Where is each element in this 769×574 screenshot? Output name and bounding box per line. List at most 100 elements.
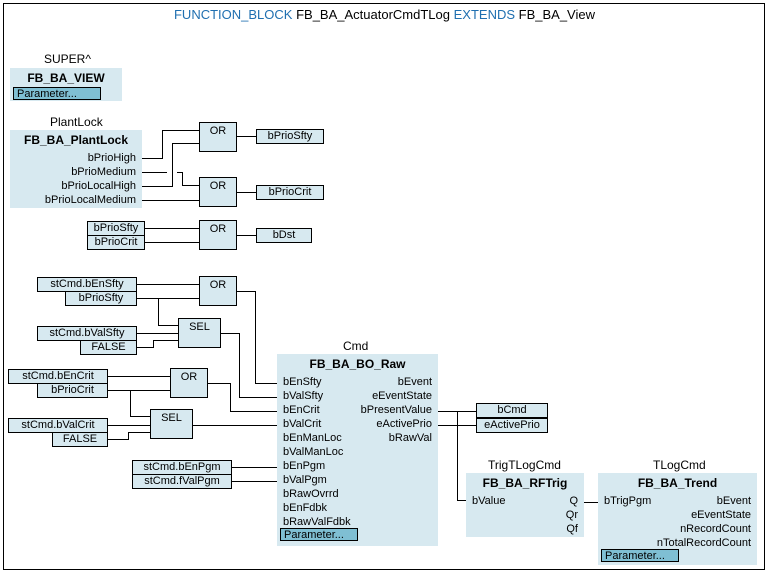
or-gate-critical[interactable]: OR <box>170 368 208 398</box>
sel-gate-label: SEL <box>189 321 210 333</box>
trend-output-bevent: bEvent <box>716 495 751 507</box>
wire <box>237 136 256 137</box>
var-stcmd-bvalcrit[interactable]: stCmd.bValCrit <box>8 418 108 433</box>
wire <box>145 242 199 243</box>
var-bpriosfty-input[interactable]: bPrioSfty <box>87 221 145 236</box>
page-title: FUNCTION_BLOCK FB_BA_ActuatorCmdTLog EXT… <box>0 7 769 22</box>
var-stcmd-bvalsfty[interactable]: stCmd.bValSfty <box>37 326 137 341</box>
cmd-input-benfdbk: bEnFdbk <box>283 502 328 514</box>
wire <box>162 130 163 159</box>
plantlock-output-bpriomedium: bPrioMedium <box>71 166 136 178</box>
var-bpriocrit-critical[interactable]: bPrioCrit <box>37 383 108 398</box>
wire <box>237 192 256 193</box>
plantlock-output-bpriohigh: bPrioHigh <box>87 152 136 164</box>
cmd-output-bevent: bEvent <box>397 376 432 388</box>
var-eactiveprio-output[interactable]: eActivePrio <box>476 418 548 433</box>
var-bpriocrit-input[interactable]: bPrioCrit <box>87 235 145 250</box>
wire <box>230 411 277 412</box>
wire <box>177 172 182 173</box>
var-stcmd-bensfty[interactable]: stCmd.bEnSfty <box>37 277 137 292</box>
var-false-safety[interactable]: FALSE <box>80 340 137 355</box>
super-block[interactable]: FB_BA_VIEW Parameter... <box>10 68 122 101</box>
sel-gate-critical[interactable]: SEL <box>150 409 193 439</box>
trend-block-type: FB_BA_Trend <box>637 476 718 490</box>
var-stcmd-bencrit[interactable]: stCmd.bEnCrit <box>8 369 108 384</box>
cmd-input-bensfty: bEnSfty <box>283 376 322 388</box>
super-block-type: FB_BA_VIEW <box>27 71 105 85</box>
wire <box>158 298 159 325</box>
wire <box>255 291 256 383</box>
cmd-input-brawvalfdbk: bRawValFdbk <box>283 516 351 528</box>
plantlock-instance-label: PlantLock <box>50 115 103 129</box>
wire <box>137 347 153 348</box>
super-parameter-button[interactable]: Parameter... <box>13 87 101 100</box>
rftrig-output-qf: Qf <box>566 523 578 535</box>
function-block-name: FB_BA_ActuatorCmdTLog <box>296 7 450 22</box>
wire <box>162 130 199 131</box>
cmd-input-benmanloc: bEnManLoc <box>283 432 342 444</box>
var-stcmd-benpgm[interactable]: stCmd.bEnPgm <box>132 460 232 475</box>
wire <box>237 291 255 292</box>
plantlock-output-bpriolocalmedium: bPrioLocalMedium <box>44 194 136 206</box>
cmd-input-benpgm: bEnPgm <box>283 460 326 472</box>
wire <box>232 481 277 482</box>
trend-output-nrecordcount: nRecordCount <box>680 523 751 535</box>
or-gate-prio-crit[interactable]: OR <box>199 177 237 207</box>
wire <box>108 439 128 440</box>
sel-gate-label: SEL <box>161 412 182 424</box>
trend-output-eeventstate: eEventState <box>691 509 751 521</box>
wire <box>128 432 150 433</box>
wire <box>584 502 598 503</box>
var-bpriosfty-output[interactable]: bPrioSfty <box>256 129 324 144</box>
or-gate-label: OR <box>209 180 227 192</box>
var-false-critical[interactable]: FALSE <box>52 432 108 447</box>
cmd-parameter-button[interactable]: Parameter... <box>280 528 358 541</box>
plantlock-block-type: FB_BA_PlantLock <box>23 133 129 147</box>
trend-parameter-button[interactable]: Parameter... <box>601 549 679 562</box>
cmd-block-type: FB_BA_BO_Raw <box>309 357 406 371</box>
or-gate-dst[interactable]: OR <box>199 220 237 250</box>
wire <box>221 333 239 334</box>
rftrig-input-bvalue: bValue <box>472 495 506 507</box>
var-bpriocrit-output[interactable]: bPrioCrit <box>256 185 324 200</box>
super-instance-label: SUPER^ <box>44 52 91 66</box>
wire <box>153 340 178 341</box>
diagram-frame <box>3 3 765 570</box>
rftrig-block[interactable]: FB_BA_RFTrig bValue Q Qr Qf <box>466 473 584 537</box>
trend-output-ntotalrecordcount: nTotalRecordCount <box>656 537 751 549</box>
wire <box>457 500 466 501</box>
plantlock-output-bpriolocalhigh: bPrioLocalHigh <box>61 180 136 192</box>
plantlock-block[interactable]: FB_BA_PlantLock bPrioHigh bPrioMedium bP… <box>10 130 142 208</box>
wire <box>172 143 199 144</box>
var-bdst-output[interactable]: bDst <box>256 228 312 243</box>
or-gate-label: OR <box>209 279 227 291</box>
wire <box>239 397 277 398</box>
keyword-extends: EXTENDS <box>453 7 516 22</box>
var-stcmd-fvalpgm[interactable]: stCmd.fValPgm <box>132 474 232 489</box>
trend-input-btrigpgm: bTrigPgm <box>604 495 652 507</box>
cmd-input-bencrit: bEnCrit <box>283 404 320 416</box>
wire <box>237 235 256 236</box>
trend-block[interactable]: FB_BA_Trend bTrigPgm bEvent eEventState … <box>598 473 757 565</box>
wire <box>137 284 199 285</box>
wire <box>137 333 178 334</box>
wire <box>457 411 458 500</box>
wire <box>130 416 150 417</box>
sel-gate-safety[interactable]: SEL <box>178 318 221 348</box>
wire <box>255 383 277 384</box>
wire <box>232 467 277 468</box>
base-block-name: FB_BA_View <box>518 7 595 22</box>
wire <box>145 228 199 229</box>
cmd-instance-label: Cmd <box>343 339 369 353</box>
cmd-block[interactable]: FB_BA_BO_Raw bEnSfty bValSfty bEnCrit bV… <box>277 354 438 546</box>
or-gate-safety[interactable]: OR <box>199 276 237 306</box>
rftrig-output-qr: Qr <box>565 509 578 521</box>
wire <box>108 425 150 426</box>
trend-instance-label: TLogCmd <box>653 458 706 472</box>
cmd-input-bvalpgm: bValPgm <box>283 474 327 486</box>
var-bpriosfty-safety[interactable]: bPrioSfty <box>65 291 137 306</box>
cmd-input-bvalsfty: bValSfty <box>283 390 324 402</box>
wire <box>193 425 277 426</box>
or-gate-prio-sfty[interactable]: OR <box>199 122 237 152</box>
var-bcmd-output[interactable]: bCmd <box>476 403 548 418</box>
